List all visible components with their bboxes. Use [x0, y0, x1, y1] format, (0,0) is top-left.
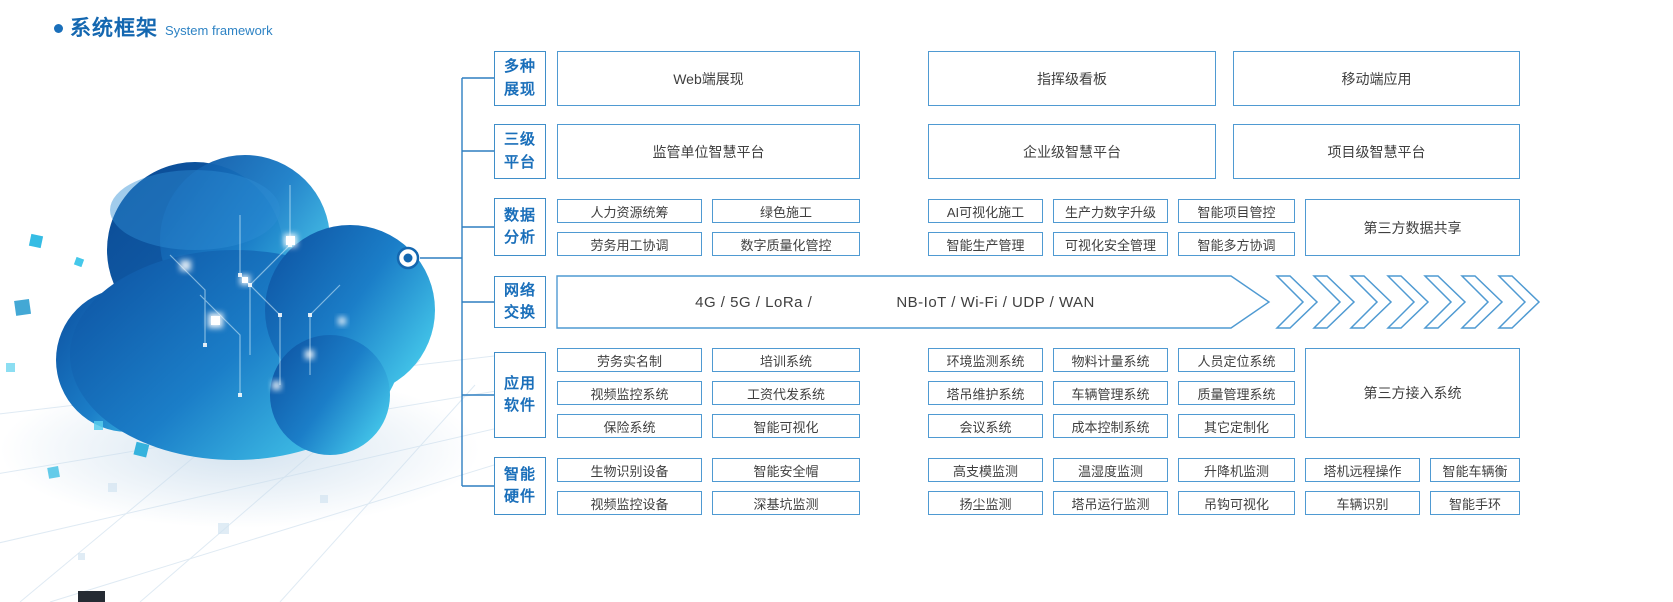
box-temp-humidity: 温湿度监测	[1053, 458, 1168, 482]
box-other-customization: 其它定制化	[1178, 414, 1295, 438]
title-chinese: 系统框架	[70, 17, 158, 40]
category-software: 应用 软件	[494, 352, 546, 438]
box-smart-production: 智能生产管理	[928, 232, 1043, 256]
box-vehicle-scale: 智能车辆衡	[1430, 458, 1520, 482]
box-ai-construction: AI可视化施工	[928, 199, 1043, 223]
box-labor-realname: 劳务实名制	[557, 348, 702, 372]
box-biometric-device: 生物识别设备	[557, 458, 702, 482]
box-regulator-platform: 监管单位智慧平台	[557, 124, 860, 179]
bullet-icon	[54, 23, 63, 33]
category-platform: 三级 平台	[494, 124, 546, 179]
box-training-system: 培训系统	[712, 348, 860, 372]
box-vehicle-recognition: 车辆识别	[1305, 491, 1420, 515]
box-hr-overall: 人力资源统筹	[557, 199, 702, 223]
category-hardware: 智能 硬件	[494, 457, 546, 515]
box-dust-monitoring: 扬尘监测	[928, 491, 1043, 515]
box-crane-maintenance: 塔吊维护系统	[928, 381, 1043, 405]
box-productivity: 生产力数字升级	[1053, 199, 1168, 223]
box-project-platform: 项目级智慧平台	[1233, 124, 1520, 179]
bottom-artifact	[78, 591, 105, 602]
box-third-party-data: 第三方数据共享	[1305, 199, 1520, 256]
box-smart-wristband: 智能手环	[1430, 491, 1520, 515]
box-digital-quality: 数字质量化管控	[712, 232, 860, 256]
box-insurance-system: 保险系统	[557, 414, 702, 438]
category-network: 网络 交换	[494, 276, 546, 328]
box-web-display: Web端展现	[557, 51, 860, 106]
box-crane-remote: 塔机远程操作	[1305, 458, 1420, 482]
cloud-illustration	[0, 155, 520, 602]
category-display: 多种 展现	[494, 51, 546, 106]
platform-lines	[0, 352, 520, 602]
box-enterprise-platform: 企业级智慧平台	[928, 124, 1216, 179]
network-protocols-right: NB-IoT / Wi-Fi / UDP / WAN	[896, 293, 1095, 311]
box-formwork-monitoring: 高支模监测	[928, 458, 1043, 482]
box-command-board: 指挥级看板	[928, 51, 1216, 106]
box-smart-visualization: 智能可视化	[712, 414, 860, 438]
box-third-party-access: 第三方接入系统	[1305, 348, 1520, 438]
glow-squares	[180, 234, 346, 390]
title-english: System framework	[165, 23, 273, 38]
box-payroll-system: 工资代发系统	[712, 381, 860, 405]
box-smart-helmet: 智能安全帽	[712, 458, 860, 482]
box-visual-safety: 可视化安全管理	[1053, 232, 1168, 256]
network-protocols-left: 4G / 5G / LoRa /	[695, 293, 813, 311]
teal-squares	[6, 233, 150, 479]
box-quality-management: 质量管理系统	[1178, 381, 1295, 405]
box-crane-operation: 塔吊运行监测	[1053, 491, 1168, 515]
cloud-circuit-lines	[169, 185, 341, 395]
box-mobile-app: 移动端应用	[1233, 51, 1520, 106]
box-green-construction: 绿色施工	[712, 199, 860, 223]
box-cost-control: 成本控制系统	[1053, 414, 1168, 438]
box-video-device: 视频监控设备	[557, 491, 702, 515]
box-video-surveillance-sys: 视频监控系统	[557, 381, 702, 405]
box-hoist-monitoring: 升降机监测	[1178, 458, 1295, 482]
box-vehicle-management: 车辆管理系统	[1053, 381, 1168, 405]
box-multiparty-coordination: 智能多方协调	[1178, 232, 1295, 256]
box-material-metering: 物料计量系统	[1053, 348, 1168, 372]
chevron-arrows-icon	[1275, 275, 1541, 329]
box-personnel-location: 人员定位系统	[1178, 348, 1295, 372]
network-protocols: 4G / 5G / LoRa / NB-IoT / Wi-Fi / UDP / …	[557, 277, 1233, 327]
box-meeting-system: 会议系统	[928, 414, 1043, 438]
box-smart-project: 智能项目管控	[1178, 199, 1295, 223]
box-env-monitoring: 环境监测系统	[928, 348, 1043, 372]
box-labor-coordination: 劳务用工协调	[557, 232, 702, 256]
cloud-shape	[56, 155, 435, 460]
box-deep-pit-monitoring: 深基坑监测	[712, 491, 860, 515]
connector-lines	[420, 77, 494, 487]
box-hook-visualization: 吊钩可视化	[1178, 491, 1295, 515]
page-title: 系统框架 System framework	[54, 12, 273, 42]
cloud-node-icon	[396, 246, 420, 270]
category-data-analysis: 数据 分析	[494, 198, 546, 256]
